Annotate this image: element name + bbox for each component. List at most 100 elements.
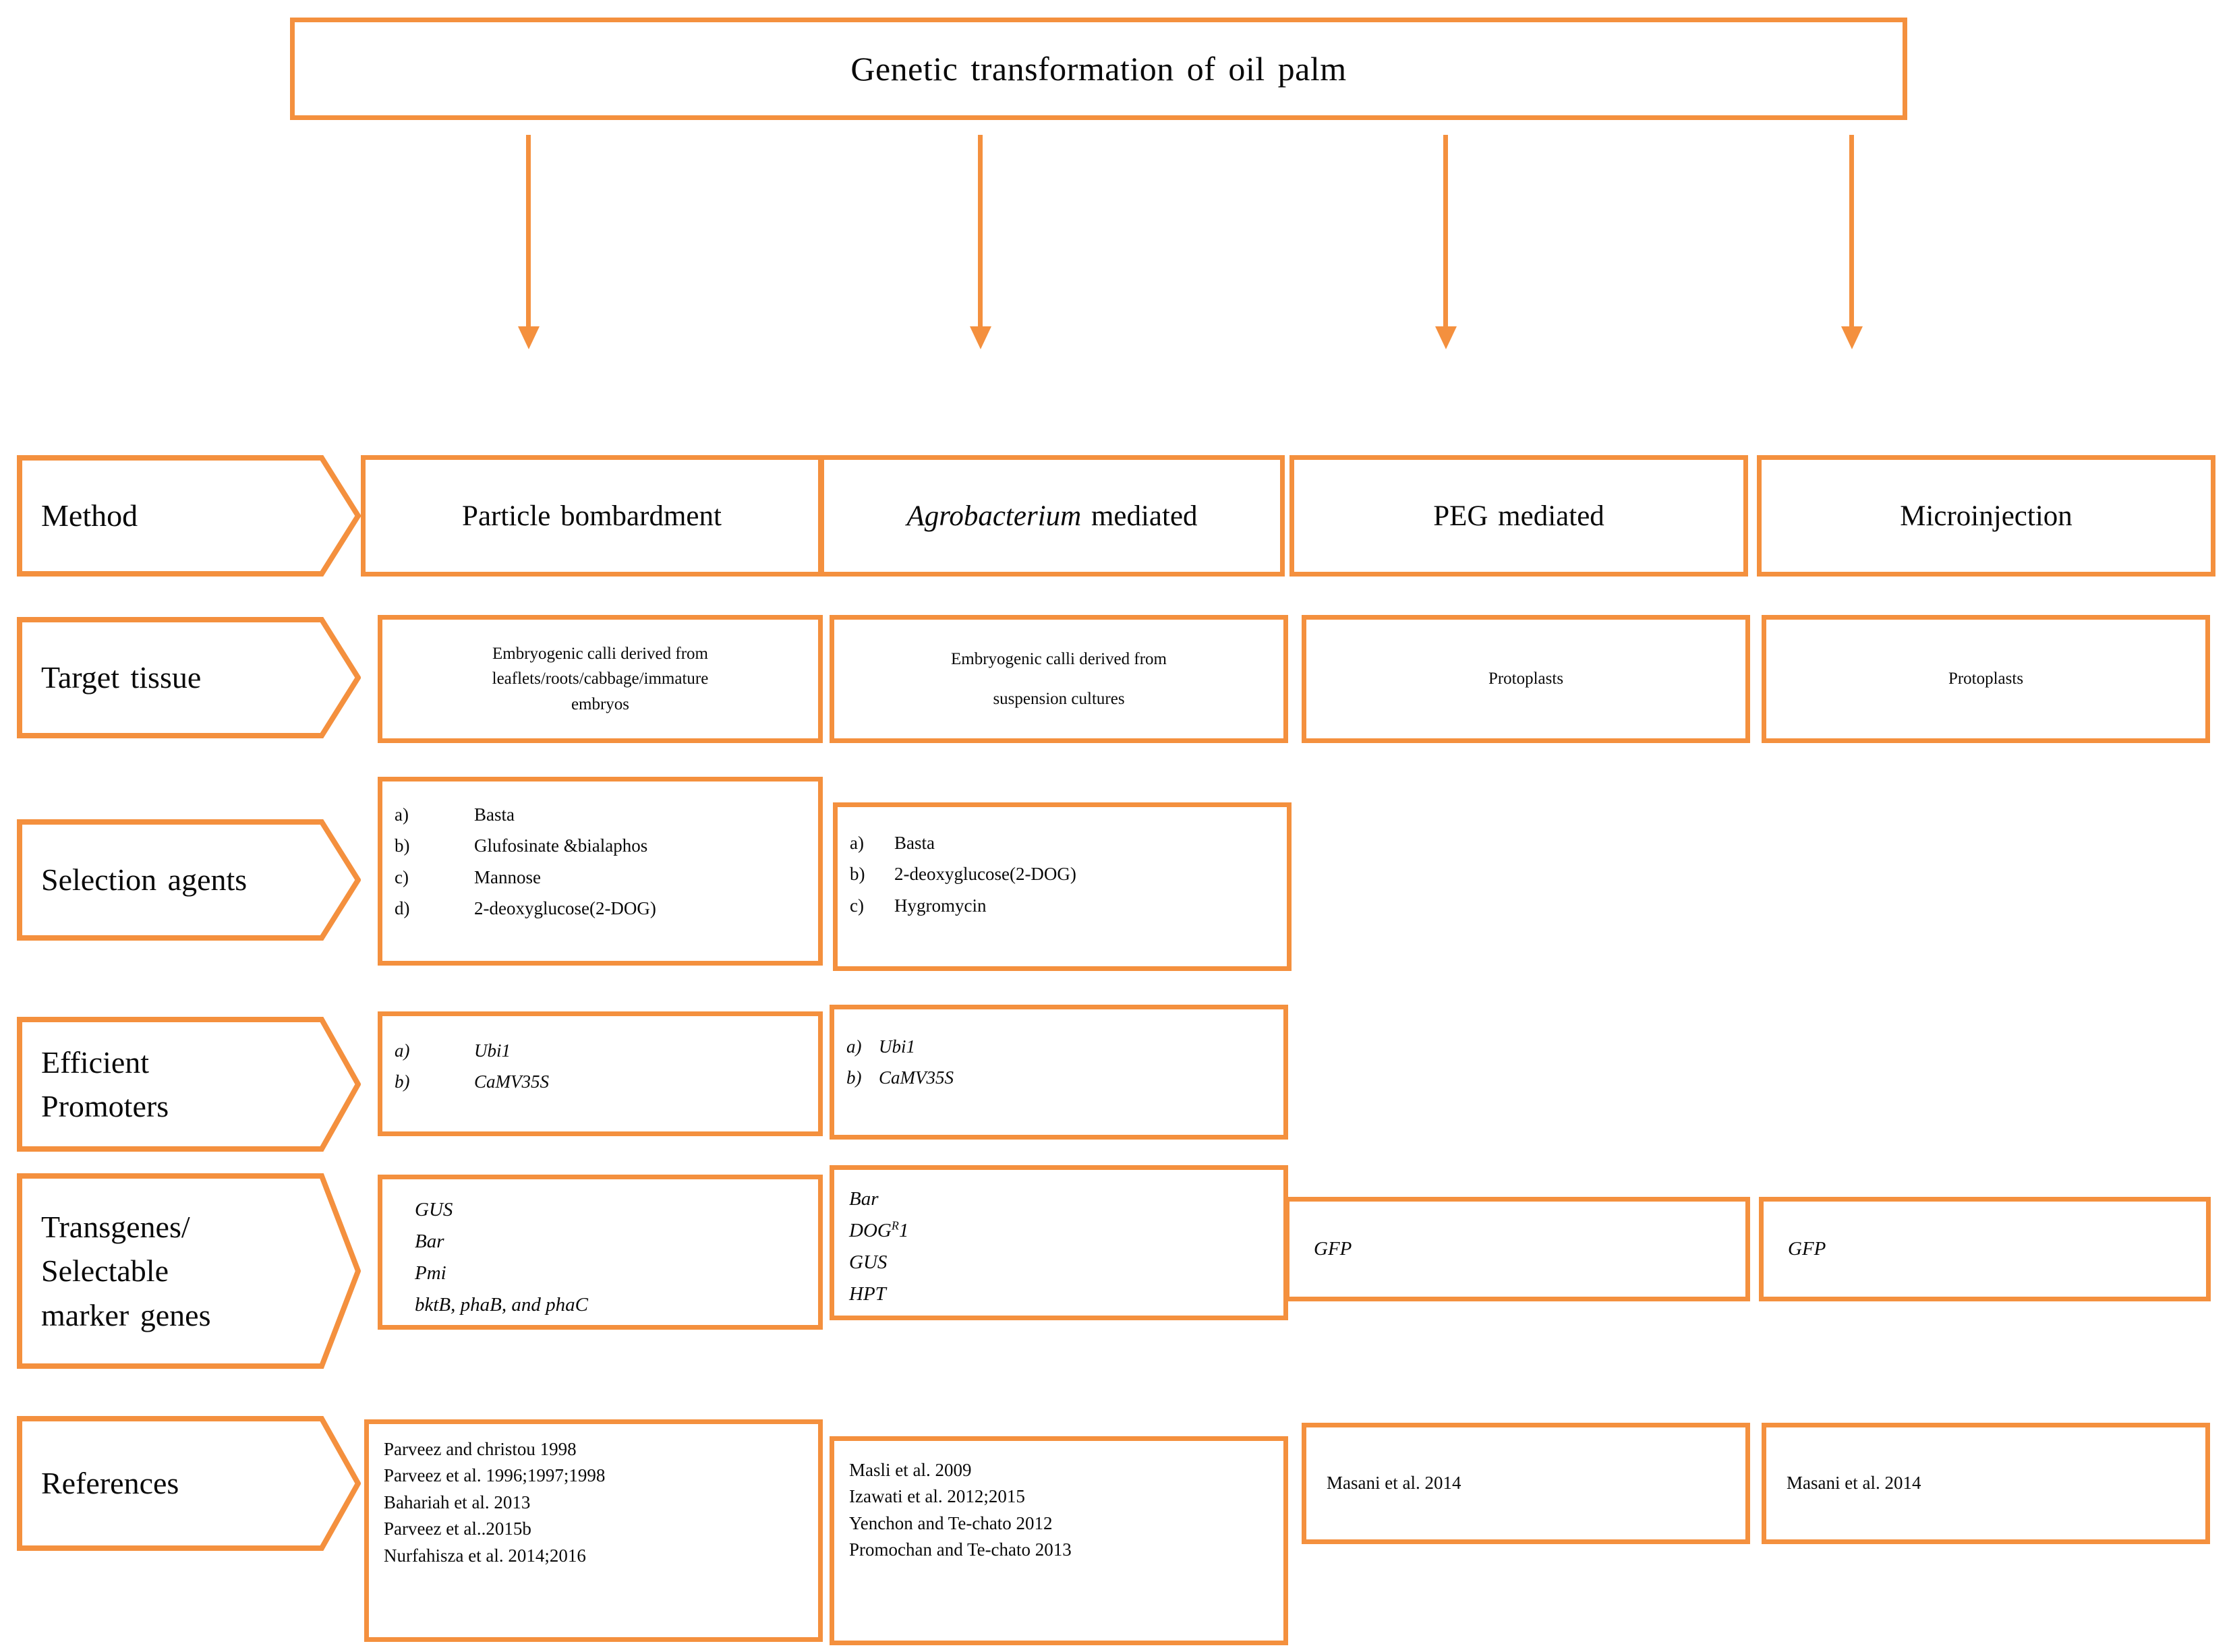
transgenes-l2: Selectable	[41, 1253, 169, 1289]
cell-target-tissue-c2: Embryogenic calli derived from suspensio…	[830, 615, 1288, 743]
list-item: Bahariah et al. 2013	[384, 1492, 531, 1512]
method-c3-text: PEG mediated	[1433, 500, 1604, 532]
selection-c2-0-mark: a)	[850, 833, 864, 853]
cell-transgenes-c3: GFP	[1285, 1197, 1750, 1301]
list-item: Bar	[849, 1183, 1271, 1215]
list-item: a) Ubi1	[846, 1031, 1271, 1062]
list-item: bktB, phaB, and phaC	[415, 1293, 588, 1316]
promoter-c1-0-mark: a)	[395, 1040, 410, 1061]
cell-transgenes-c2: Bar DOGR1 GUS HPT	[830, 1165, 1288, 1320]
target-tissue-c2-l2: suspension cultures	[993, 690, 1125, 708]
list-item: c) Hygromycin	[850, 890, 1275, 921]
transgene-c2-2-text: GUS	[849, 1251, 888, 1273]
list-item: a) Ubi1	[395, 1035, 806, 1066]
arrow-head-1	[518, 326, 540, 349]
row-label-references-text: References	[41, 1466, 179, 1501]
promoter-c2-0-mark: a)	[846, 1036, 862, 1057]
selection-c1-3-mark: d)	[395, 898, 410, 919]
list-item: Parveez and christou 1998	[384, 1439, 577, 1459]
list-item: Bar	[415, 1230, 444, 1252]
connector-arrow-1	[518, 135, 540, 349]
list-item: Pmi	[415, 1262, 446, 1284]
cell-method-peg: PEG mediated	[1289, 455, 1748, 577]
pentagon-shape-efficient-promoters	[17, 1017, 361, 1152]
promoter-c2-0-text: Ubi1	[879, 1036, 915, 1057]
list-item: a)Basta	[850, 827, 1275, 858]
pentagon-shape-method	[17, 455, 361, 577]
row-label-method-text: Method	[41, 498, 138, 533]
selection-c1-2-mark: c)	[395, 866, 409, 887]
cell-target-tissue-c3: Protoplasts	[1302, 615, 1750, 743]
selection-c1-3-text: 2-deoxyglucose(2-DOG)	[474, 898, 656, 919]
list-item: HPT	[849, 1278, 1271, 1310]
connector-arrow-3	[1435, 135, 1457, 349]
list-item: b) CaMV35S	[846, 1062, 1271, 1093]
cell-references-c4: Masani et al. 2014	[1762, 1423, 2210, 1544]
cell-transgenes-c1: GUS Bar Pmi bktB, phaB, and phaC	[378, 1175, 823, 1330]
selection-c2-1-mark: b)	[850, 864, 865, 885]
promoter-c1-0-text: Ubi1	[474, 1040, 511, 1061]
arrow-head-4	[1841, 326, 1863, 349]
cell-references-c3: Masani et al. 2014	[1302, 1423, 1750, 1544]
row-label-target-tissue: Target tissue	[17, 617, 361, 738]
cell-references-c1: Parveez and christou 1998 Parveez et al.…	[364, 1419, 823, 1642]
list-item: Parveez et al. 1996;1997;1998	[384, 1465, 606, 1486]
cell-references-c2: Masli et al. 2009 Izawati et al. 2012;20…	[830, 1436, 1288, 1645]
selection-c1-1-mark: b)	[395, 835, 410, 856]
promoter-c2-1-mark: b)	[846, 1067, 862, 1088]
selection-c1-2-text: Mannose	[474, 866, 541, 887]
transgene-c2-1-text: DOG	[849, 1219, 892, 1241]
transgenes-l1: Transgenes/	[41, 1210, 190, 1245]
list-item: Nurfahisza et al. 2014;2016	[384, 1545, 586, 1566]
list-item: b)Glufosinate &bialaphos	[395, 830, 806, 861]
connector-arrow-2	[970, 135, 991, 349]
row-label-efficient-promoters-text: Efficient Promoters	[41, 1017, 324, 1152]
row-label-selection-agents: Selection agents	[17, 819, 361, 941]
promoter-c1-1-text: CaMV35S	[474, 1071, 549, 1092]
cell-method-agrobacterium: Agrobacterium mediated	[819, 455, 1285, 577]
arrow-head-3	[1435, 326, 1457, 349]
cell-target-tissue-c1: Embryogenic calli derived from leaflets/…	[378, 615, 823, 743]
cell-selection-agents-c2: a)Basta b) 2-deoxyglucose(2-DOG) c) Hygro…	[833, 802, 1292, 971]
cell-target-tissue-c4: Protoplasts	[1762, 615, 2210, 743]
arrow-shaft-2	[978, 135, 983, 329]
diagram-title-box: Genetic transformation of oil palm	[290, 18, 1907, 120]
arrow-shaft-3	[1443, 135, 1448, 329]
cell-selection-agents-c1: a)Basta b)Glufosinate &bialaphos c) Manno…	[378, 777, 823, 966]
efficient-promoters-l1: Efficient	[41, 1044, 150, 1080]
transgenes-l3: marker genes	[41, 1297, 211, 1332]
selection-c2-2-mark: c)	[850, 895, 864, 916]
method-c2-text: Agrobacterium mediated	[906, 500, 1197, 533]
arrow-shaft-1	[526, 135, 531, 329]
list-item: GUS	[415, 1199, 453, 1220]
connector-arrow-4	[1841, 135, 1863, 349]
transgene-c2-1-after: 1	[898, 1219, 909, 1241]
method-c2-italic: Agrobacterium	[906, 500, 1082, 532]
cell-efficient-promoters-c2: a) Ubi1 b) CaMV35S	[830, 1005, 1288, 1140]
pentagon-shape-target-tissue	[17, 617, 361, 738]
selection-c2-1-text: 2-deoxyglucose(2-DOG)	[894, 864, 1076, 885]
cell-method-microinjection: Microinjection	[1757, 455, 2215, 577]
row-label-references: References	[17, 1416, 361, 1551]
row-label-transgenes-text: Transgenes/ Selectable marker genes	[41, 1173, 324, 1369]
target-tissue-c4-text: Protoplasts	[1948, 670, 2024, 688]
list-item: b)CaMV35S	[395, 1066, 806, 1097]
row-label-selection-agents-text: Selection agents	[41, 862, 248, 897]
pentagon-shape-references	[17, 1416, 361, 1551]
promoter-c2-1-text: CaMV35S	[879, 1067, 954, 1088]
list-item: Izawati et al. 2012;2015	[849, 1486, 1025, 1507]
selection-c2-2-text: Hygromycin	[894, 895, 987, 916]
list-item: b) 2-deoxyglucose(2-DOG)	[850, 858, 1275, 889]
list-item: c) Mannose	[395, 862, 806, 893]
list-item: a)Basta	[395, 799, 806, 830]
cell-efficient-promoters-c1: a) Ubi1 b)CaMV35S	[378, 1011, 823, 1136]
list-item: Masli et al. 2009	[849, 1460, 972, 1480]
transgenes-c3-text: GFP	[1314, 1238, 1352, 1260]
references-c3-text: Masani et al. 2014	[1327, 1473, 1461, 1494]
target-tissue-c1-l1: Embryogenic calli derived from	[492, 644, 709, 663]
pentagon-shape-selection-agents	[17, 819, 361, 941]
method-c4-text: Microinjection	[1900, 500, 2072, 532]
method-c1-text: Particle bombardment	[462, 500, 722, 532]
pentagon-shape-transgenes	[17, 1173, 361, 1369]
list-item: d) 2-deoxyglucose(2-DOG)	[395, 893, 806, 924]
